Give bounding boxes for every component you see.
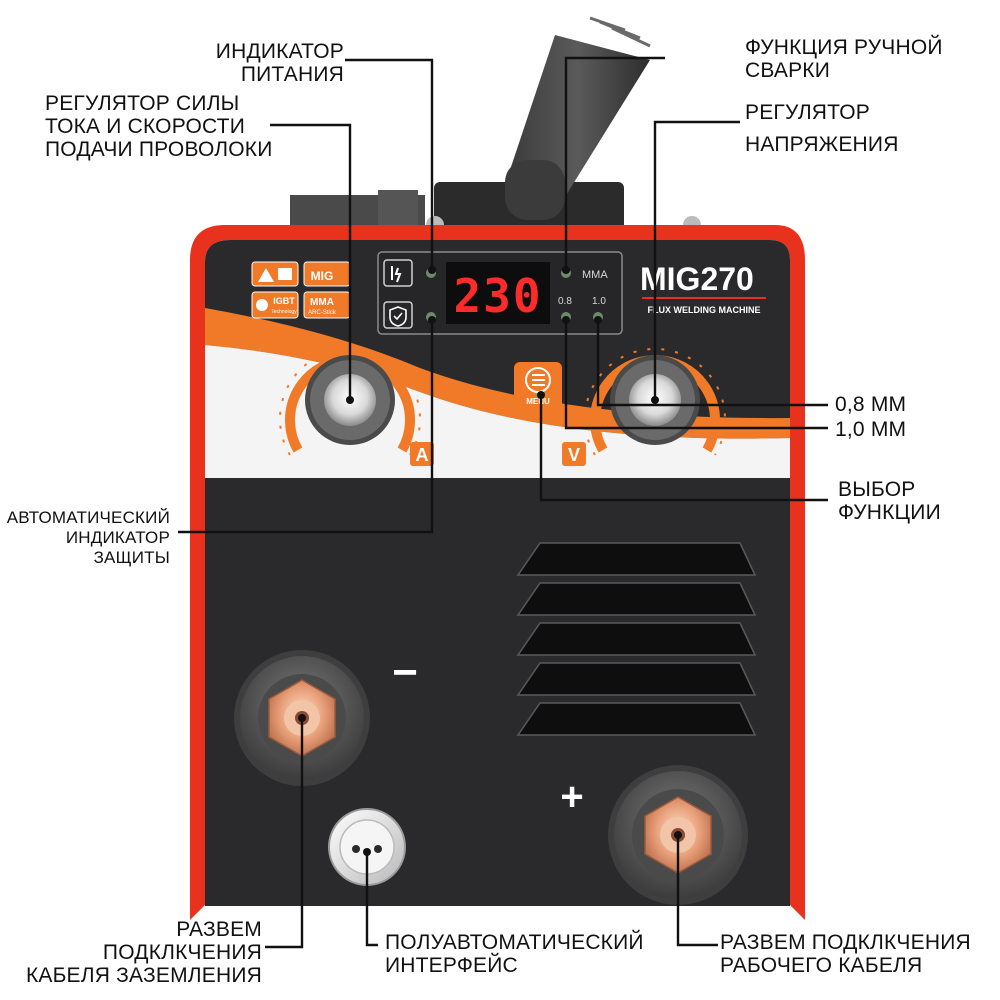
current-knob-letter: A <box>416 445 429 465</box>
protection-shield-icon <box>383 301 413 329</box>
power-icon <box>383 259 413 287</box>
callout-manual-welding-line1: ФУНКЦИЯ РУЧНОЙ <box>745 36 943 59</box>
callout-wire-10: 1,0 ММ <box>835 418 907 441</box>
callout-function-select: ВЫБОР ФУНКЦИИ <box>838 478 941 524</box>
callout-protection-indicator: АВТОМАТИЧЕСКИЙ ИНДИКАТОР ЗАЩИТЫ <box>7 508 170 568</box>
callout-voltage-regulator-line2: НАПРЯЖЕНИЯ <box>745 133 899 156</box>
callout-manual-welding-line2: СВАРКИ <box>745 59 831 82</box>
callout-voltage-regulator: РЕГУЛЯТОР НАПРЯЖЕНИЯ <box>745 97 899 161</box>
menu-label: MENU <box>526 397 550 406</box>
wire-10-label: 1.0 <box>592 296 606 307</box>
plus-symbol: + <box>560 775 583 819</box>
carry-handle <box>290 16 701 237</box>
model-subtitle: FLUX WELDING MACHINE <box>648 305 761 315</box>
callout-ground-socket-line1: РАЗВЕМ <box>176 918 262 941</box>
badges: MIG IGBT Technology MMA ARC-Stick <box>251 261 351 319</box>
callout-function-select-line2: ФУНКЦИИ <box>838 501 941 524</box>
badge-mma-sub: ARC-Stick <box>308 310 337 316</box>
display-value: 230 <box>453 269 542 323</box>
minus-symbol: − <box>392 648 418 697</box>
callout-semi-auto-interface: ПОЛУАВТОМАТИЧЕСКИЙ ИНТЕРФЕЙС <box>385 931 644 977</box>
menu-button[interactable] <box>514 362 562 410</box>
callout-power-indicator-line2: ПИТАНИЯ <box>240 63 344 86</box>
led-display <box>446 262 550 324</box>
callout-current-regulator: РЕГУЛЯТОР СИЛЫ ТОКА И СКОРОСТИ ПОДАЧИ ПР… <box>45 92 273 161</box>
badge-igbt-sub: Technology <box>271 309 297 315</box>
model-name: MIG270 <box>640 261 754 297</box>
callout-function-select-line1: ВЫБОР <box>838 478 916 501</box>
callout-protection-indicator-line3: ЗАЩИТЫ <box>93 548 170 567</box>
callout-manual-welding: ФУНКЦИЯ РУЧНОЙ СВАРКИ <box>745 36 943 82</box>
callout-ground-socket: РАЗВЕМ ПОДКЛКЧЕНИЯ КАБЕЛЯ ЗАЗЕМЛЕНИЯ <box>26 918 262 987</box>
callout-current-regulator-line3: ПОДАЧИ ПРОВОЛОКИ <box>45 138 273 161</box>
callout-power-indicator: ИНДИКАТОР ПИТАНИЯ <box>216 40 344 86</box>
voltage-knob-letter: V <box>568 445 580 465</box>
callout-current-regulator-line1: РЕГУЛЯТОР СИЛЫ <box>45 92 240 115</box>
badge-igbt: IGBT <box>273 296 295 306</box>
callout-work-socket-line2: РАБОЧЕГО КАБЕЛЯ <box>720 954 923 977</box>
vent-slots <box>516 542 757 736</box>
mma-label: MMA <box>582 269 608 281</box>
orange-swoosh <box>205 308 790 439</box>
callout-current-regulator-line2: ТОКА И СКОРОСТИ <box>45 115 245 138</box>
wire-08-label: 0.8 <box>558 296 572 307</box>
callout-power-indicator-line1: ИНДИКАТОР <box>215 40 344 63</box>
callout-semi-auto-interface-line2: ИНТЕРФЕЙС <box>385 954 518 977</box>
callout-protection-indicator-line2: ИНДИКАТОР <box>65 528 170 547</box>
callout-lines <box>178 56 828 949</box>
callout-ground-socket-line3: КАБЕЛЯ ЗАЗЕМЛЕНИЯ <box>25 964 262 987</box>
callout-ground-socket-line2: ПОДКЛКЧЕНИЯ <box>102 941 262 964</box>
callout-wire-08: 0,8 ММ <box>835 393 907 416</box>
callout-work-socket-line1: РАЗВЕМ ПОДКЛКЧЕНИЯ <box>720 931 971 954</box>
callout-work-socket: РАЗВЕМ ПОДКЛКЧЕНИЯ РАБОЧЕГО КАБЕЛЯ <box>720 931 971 977</box>
badge-mig: MIG <box>311 269 334 283</box>
callout-protection-indicator-line1: АВТОМАТИЧЕСКИЙ <box>6 508 170 527</box>
callout-dots <box>298 266 682 856</box>
callout-voltage-regulator-line1: РЕГУЛЯТОР <box>745 101 871 124</box>
badge-mma: MMA <box>310 297 334 308</box>
callout-semi-auto-interface-line1: ПОЛУАВТОМАТИЧЕСКИЙ <box>385 931 644 954</box>
